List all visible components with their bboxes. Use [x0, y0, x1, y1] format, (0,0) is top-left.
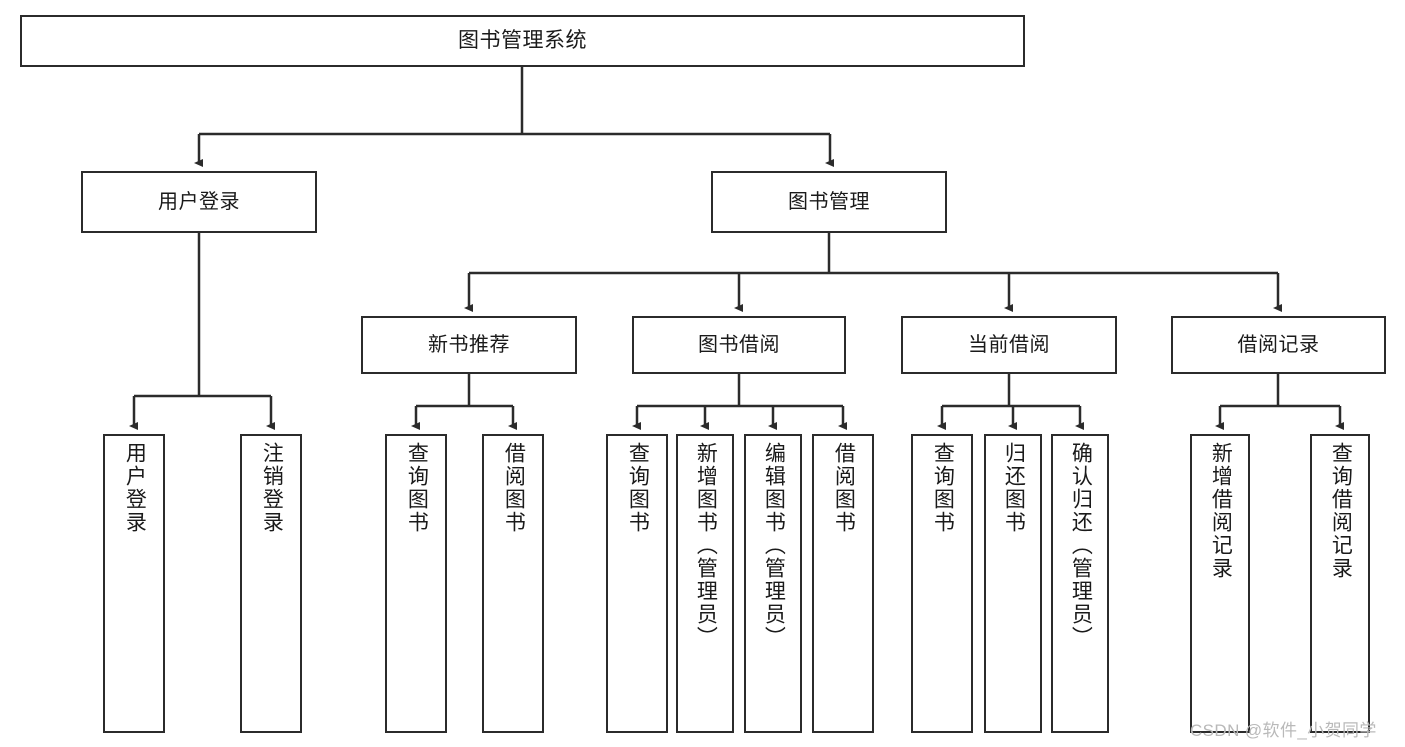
node-current-borrow[interactable]: 当前借阅: [901, 316, 1117, 374]
node-current-borrow-label: 当前借阅: [968, 333, 1050, 356]
node-book-borrow[interactable]: 图书借阅: [632, 316, 846, 374]
leaf-add-borrow-record-label: 新增借阅记录: [1209, 442, 1233, 580]
leaf-borrow-book-label: 借阅图书: [832, 442, 856, 534]
leaf-user-login-label: 用户登录: [123, 442, 147, 534]
node-user-login-label: 用户登录: [158, 190, 240, 213]
leaf-query-book-borrow[interactable]: 查询图书: [606, 434, 668, 733]
leaf-query-book-borrow-label: 查询图书: [626, 442, 650, 534]
leaf-add-book-admin-label: 新增图书（管理员）: [694, 442, 718, 649]
leaf-user-login[interactable]: 用户登录: [103, 434, 165, 733]
leaf-user-logout[interactable]: 注销登录: [240, 434, 302, 733]
node-book-management[interactable]: 图书管理: [711, 171, 947, 233]
node-root[interactable]: 图书管理系统: [20, 15, 1025, 67]
leaf-borrow-book-recommend[interactable]: 借阅图书: [482, 434, 544, 733]
node-new-book-recommend[interactable]: 新书推荐: [361, 316, 577, 374]
node-root-label: 图书管理系统: [458, 29, 587, 53]
leaf-add-borrow-record[interactable]: 新增借阅记录: [1190, 434, 1250, 733]
leaf-edit-book-admin[interactable]: 编辑图书（管理员）: [744, 434, 802, 733]
leaf-confirm-return-admin[interactable]: 确认归还（管理员）: [1051, 434, 1109, 733]
leaf-query-book-recommend-label: 查询图书: [405, 442, 429, 534]
leaf-query-book-current-label: 查询图书: [931, 442, 955, 534]
leaf-query-borrow-record-label: 查询借阅记录: [1329, 442, 1353, 580]
leaf-borrow-book[interactable]: 借阅图书: [812, 434, 874, 733]
leaf-user-logout-label: 注销登录: [260, 442, 284, 534]
leaf-borrow-book-recommend-label: 借阅图书: [502, 442, 526, 534]
node-new-book-recommend-label: 新书推荐: [428, 333, 510, 356]
node-book-management-label: 图书管理: [788, 190, 870, 213]
leaf-add-book-admin[interactable]: 新增图书（管理员）: [676, 434, 734, 733]
leaf-query-book-current[interactable]: 查询图书: [911, 434, 973, 733]
watermark: CSDN @软件_小贺同学: [1190, 721, 1377, 740]
node-book-borrow-label: 图书借阅: [698, 333, 780, 356]
leaf-return-book-label: 归还图书: [1002, 442, 1026, 534]
leaf-query-borrow-record[interactable]: 查询借阅记录: [1310, 434, 1370, 733]
leaf-query-book-recommend[interactable]: 查询图书: [385, 434, 447, 733]
leaf-confirm-return-admin-label: 确认归还（管理员）: [1069, 442, 1093, 649]
node-user-login[interactable]: 用户登录: [81, 171, 317, 233]
leaf-edit-book-admin-label: 编辑图书（管理员）: [762, 442, 786, 649]
leaf-return-book[interactable]: 归还图书: [984, 434, 1042, 733]
node-borrow-record-label: 借阅记录: [1237, 333, 1320, 356]
node-borrow-record[interactable]: 借阅记录: [1171, 316, 1386, 374]
